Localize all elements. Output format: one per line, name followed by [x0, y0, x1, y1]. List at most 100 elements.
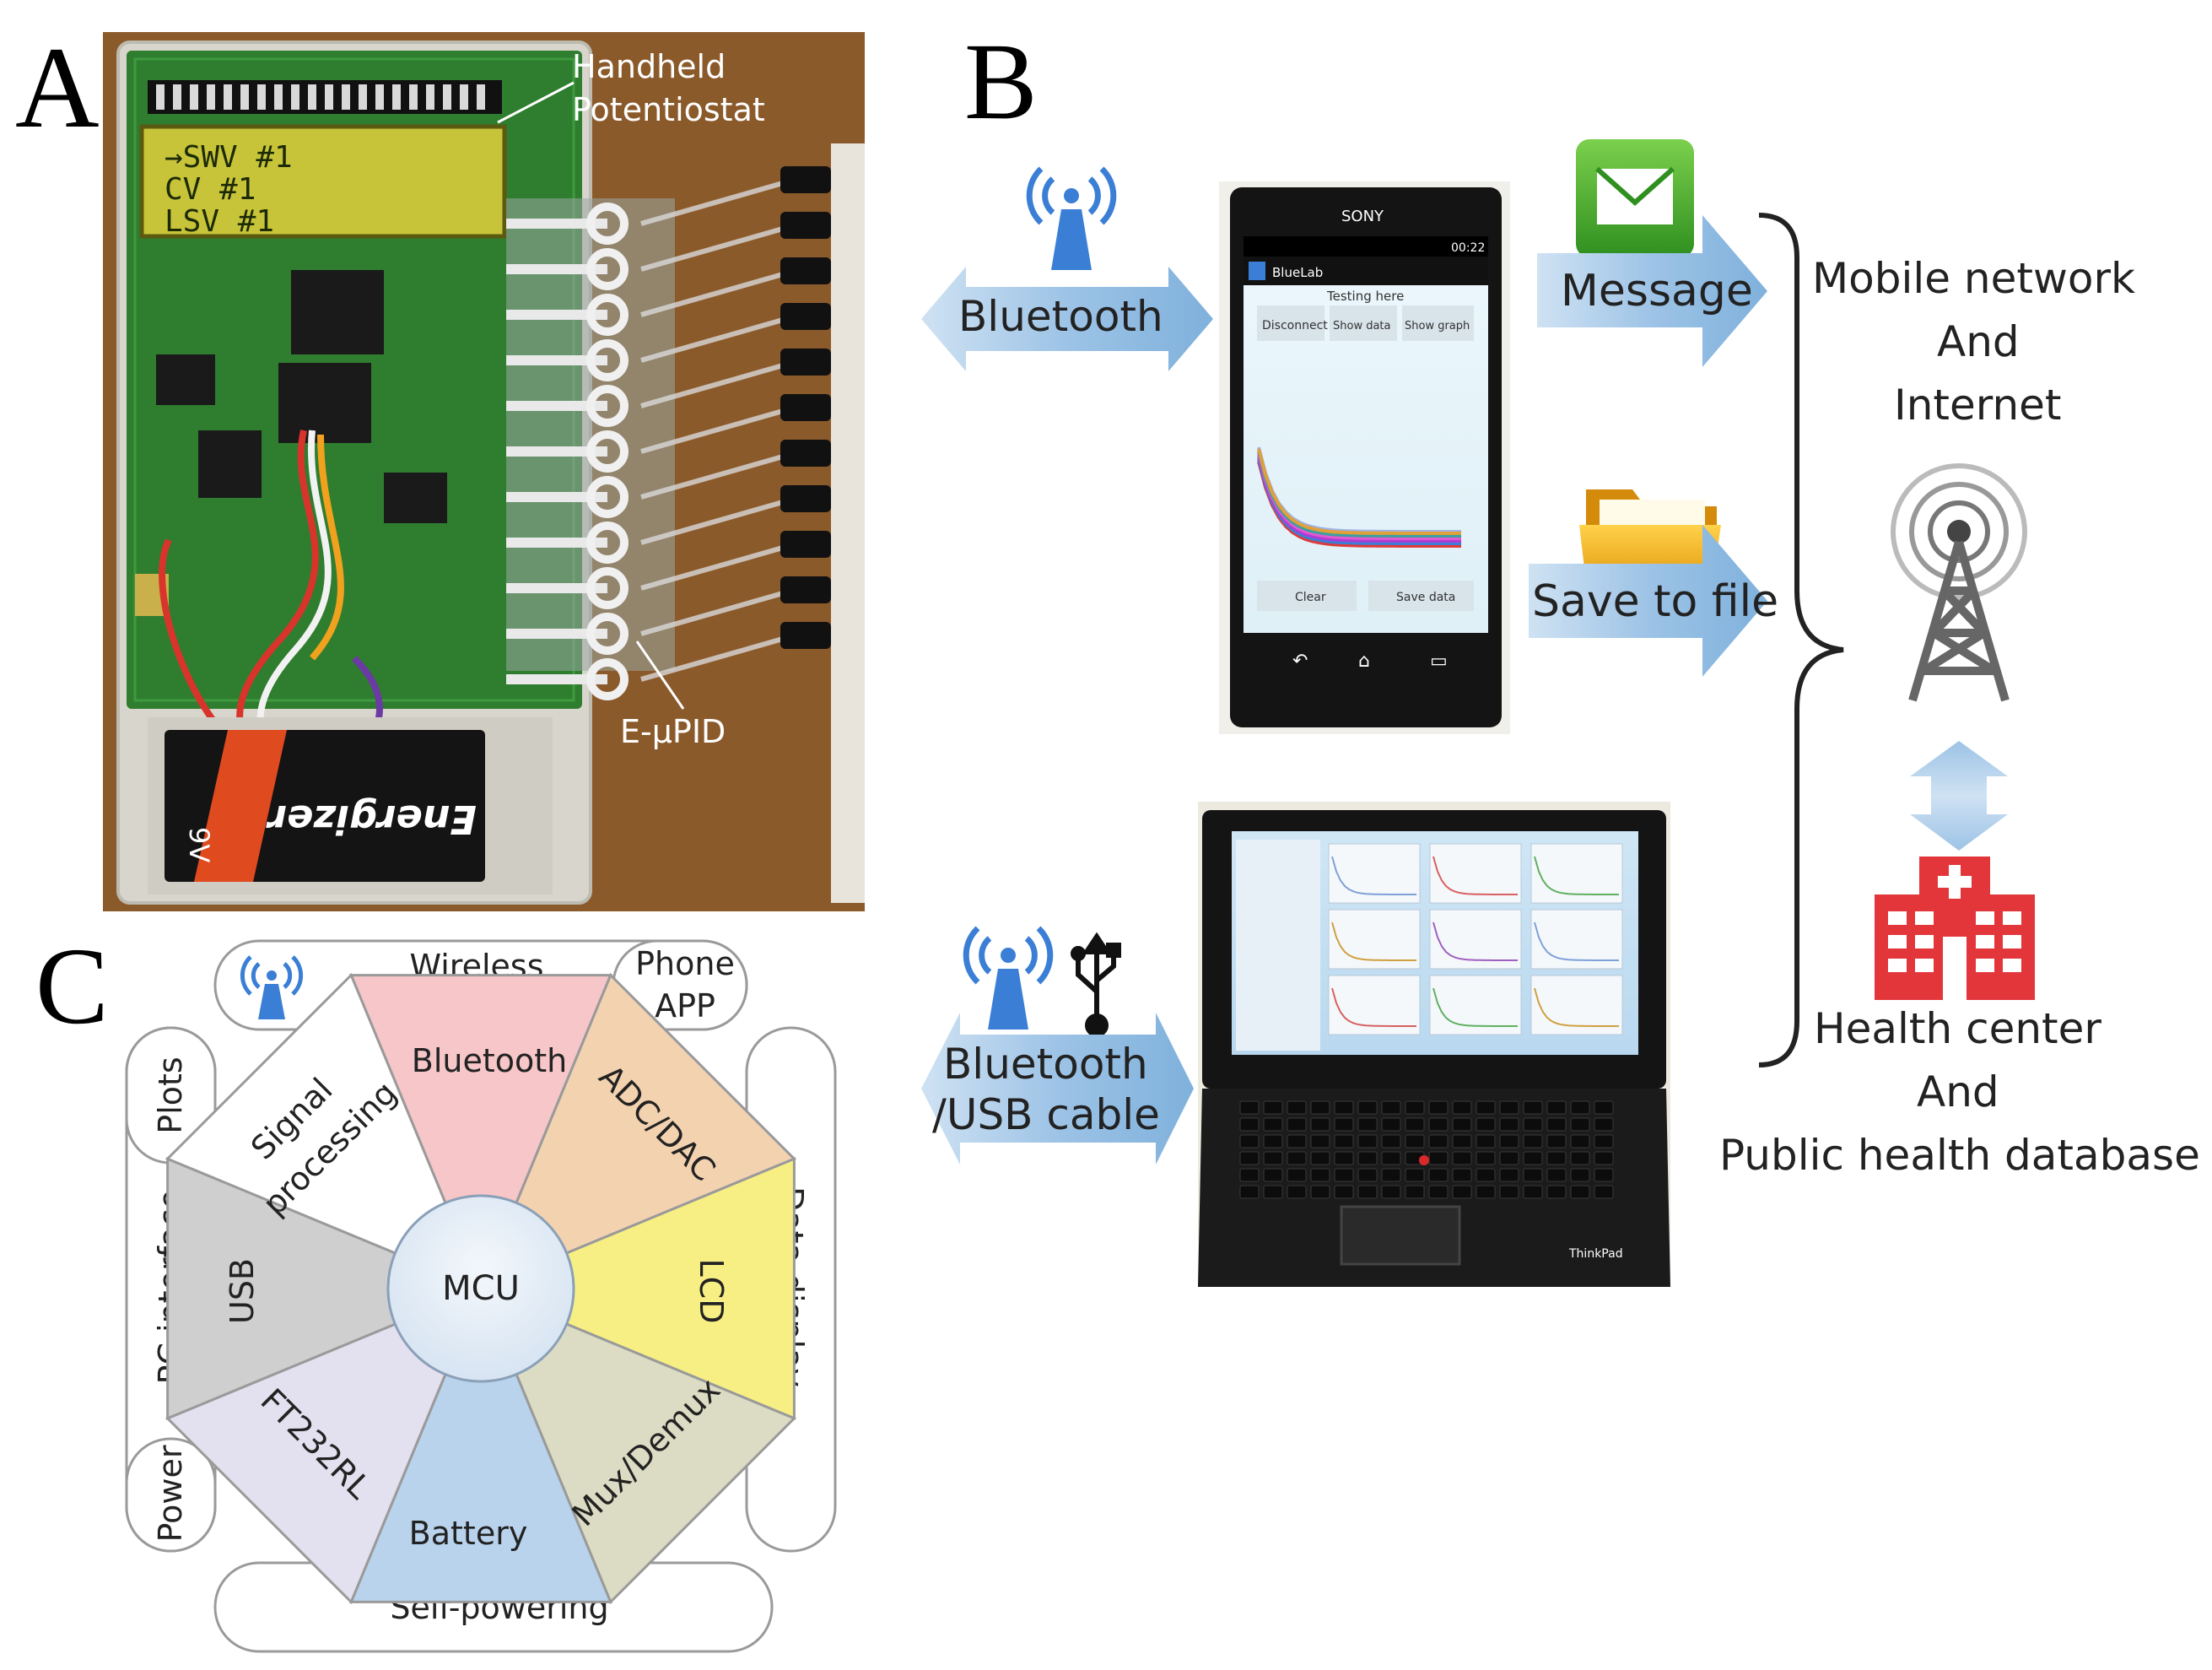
keyboard-key: [1357, 1168, 1378, 1182]
svg-text:Show graph: Show graph: [1405, 320, 1470, 332]
keyboard-key: [1499, 1151, 1519, 1165]
back-icon: ↶: [1292, 651, 1308, 672]
electrode-trace: [506, 446, 607, 457]
keyboard-key: [1476, 1117, 1496, 1132]
keyboard-key: [1546, 1134, 1567, 1148]
home-icon: ⌂: [1358, 651, 1370, 672]
phone-btn-show-graph[interactable]: [1402, 305, 1474, 341]
phone-btn-clear[interactable]: [1257, 581, 1357, 611]
phone-btn-save-data[interactable]: [1368, 581, 1474, 611]
pipette-tube: [640, 407, 790, 454]
keyboard-key: [1546, 1117, 1567, 1132]
keyboard-key: [1310, 1117, 1330, 1132]
phone-status-text: Testing here: [1326, 289, 1404, 304]
laptop-plot-curve: [1534, 921, 1619, 961]
electrode-trace: [506, 355, 607, 365]
keyboard-key: [1334, 1117, 1354, 1132]
phone-btn-disconnect[interactable]: [1257, 305, 1325, 341]
network-line-3: Internet: [1894, 381, 2062, 430]
laptop-plot-curve: [1331, 987, 1416, 1027]
tube-cap: [780, 349, 831, 376]
laptop-plot-curve: [1331, 921, 1416, 961]
tube-cap: [780, 622, 831, 649]
wire: [309, 434, 344, 661]
keyboard-key: [1239, 1185, 1260, 1199]
keyboard-key: [1570, 1134, 1590, 1148]
electrode-pad: [586, 203, 629, 245]
keyboard-key: [1287, 1185, 1307, 1199]
electrode-pad: [586, 430, 629, 473]
keyboard-key: [1405, 1185, 1425, 1199]
electrode-pad: [586, 385, 629, 427]
laptop-plots: [1236, 840, 1623, 1051]
keyboard-key: [1310, 1168, 1330, 1182]
electrode-trace: [506, 264, 607, 274]
keyboard-key: [1546, 1151, 1567, 1165]
lcd-line-1: →SWV #1: [165, 140, 293, 175]
pipette-tube: [640, 316, 790, 363]
network-line-2: And: [1937, 317, 2020, 366]
keyboard-key: [1452, 1117, 1472, 1132]
electrode-pad: [586, 522, 629, 564]
laptop-plot-panel: [1328, 843, 1421, 904]
bluetooth-icon: [1026, 166, 1117, 270]
keyboard-key: [1405, 1117, 1425, 1132]
keyboard-key: [1405, 1134, 1425, 1148]
mcu-label: MCU: [442, 1269, 520, 1308]
keyboard-key: [1546, 1100, 1567, 1115]
electrode-pad: [586, 248, 629, 290]
phone-btn-show-data[interactable]: [1330, 305, 1397, 341]
keyboard-key: [1476, 1185, 1496, 1199]
phone-plot-curve: [1257, 453, 1461, 540]
usb-icon: [1071, 932, 1121, 1037]
keyboard-key: [1428, 1151, 1449, 1165]
keyboard-key: [1357, 1117, 1378, 1132]
laptop-plot-panel: [1429, 975, 1522, 1035]
bluetooth-double-arrow: [921, 267, 1213, 371]
keyboard-key: [1287, 1100, 1307, 1115]
chip: [156, 354, 215, 405]
pipette-tube: [640, 498, 790, 545]
phone-app-line-1: Phone: [635, 945, 735, 982]
keyboard-key: [1594, 1100, 1614, 1115]
keyboard-key: [1310, 1185, 1330, 1199]
keyboard-key: [1523, 1100, 1543, 1115]
bluetooth-label: Bluetooth: [958, 292, 1163, 341]
callout-potentiostat: Potentiostat: [572, 91, 765, 128]
keyboard-key: [1476, 1168, 1496, 1182]
chip: [198, 430, 262, 498]
keyboard-key: [1357, 1134, 1378, 1148]
phone-plot-curve: [1257, 461, 1461, 548]
keyboard-key: [1570, 1100, 1590, 1115]
keyboard-key: [1546, 1185, 1567, 1199]
wedge-lcd-label: LCD: [693, 1259, 730, 1324]
save-label: Save to file: [1532, 576, 1778, 627]
panel-a: A →SWV #1 CV #1 LSV #1: [15, 23, 865, 911]
tube-cap: [780, 166, 831, 193]
lcd-display: [139, 124, 507, 239]
keyboard-key: [1334, 1134, 1354, 1148]
electrode-trace: [506, 401, 607, 411]
keyboard-key: [1381, 1168, 1401, 1182]
keyboard-key: [1570, 1168, 1590, 1182]
keyboard-key: [1310, 1134, 1330, 1148]
keyboard-key: [1570, 1117, 1590, 1132]
laptop-plot-panel: [1328, 909, 1421, 970]
electrode-pad: [586, 339, 629, 381]
mcu-circle: [386, 1194, 575, 1383]
tube-cap: [780, 531, 831, 558]
network-line-1: Mobile network: [1812, 254, 2135, 303]
wedge-bluetooth-label: Bluetooth: [412, 1042, 567, 1079]
laptop-plot-panel: [1530, 843, 1623, 904]
save-arrow: [1529, 525, 1767, 677]
lcd-line-2: CV #1: [165, 172, 256, 207]
phone-plot-curve: [1257, 451, 1461, 538]
keyboard-key: [1310, 1100, 1330, 1115]
electrode-pad: [586, 613, 629, 655]
keyboard-key: [1499, 1100, 1519, 1115]
keyboard-key: [1428, 1117, 1449, 1132]
plots-label: Plots: [152, 1057, 189, 1133]
panel-a-letter: A: [15, 23, 100, 152]
tube-cap: [780, 303, 831, 330]
phone-plot: [1257, 446, 1461, 548]
